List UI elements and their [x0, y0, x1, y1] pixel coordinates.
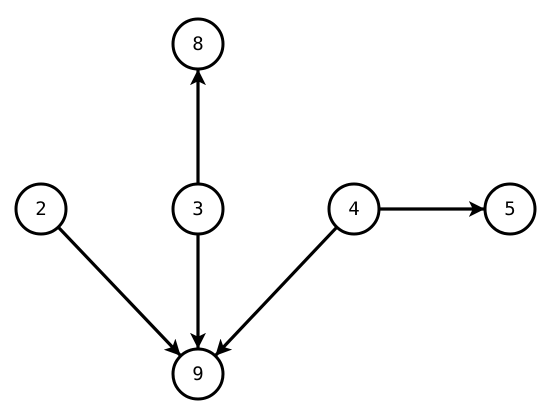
node-label: 3 — [192, 198, 203, 220]
node-circle — [171, 17, 225, 71]
node-circle — [483, 182, 537, 236]
edges-layer — [57, 69, 485, 357]
node-label: 2 — [35, 198, 46, 220]
node-5: 5 — [483, 182, 537, 236]
edge-4-to-9 — [214, 226, 338, 357]
node-3: 3 — [171, 182, 225, 236]
node-circle — [14, 182, 68, 236]
edge-2-to-9 — [57, 226, 182, 357]
node-label: 5 — [504, 198, 515, 220]
node-label: 9 — [192, 363, 203, 385]
node-8: 8 — [171, 17, 225, 71]
node-4: 4 — [327, 182, 381, 236]
node-circle — [171, 347, 225, 401]
node-circle — [171, 182, 225, 236]
nodes-layer: 8 2 3 4 5 9 — [14, 17, 537, 401]
node-2: 2 — [14, 182, 68, 236]
node-circle — [327, 182, 381, 236]
node-label: 4 — [348, 198, 359, 220]
node-9: 9 — [171, 347, 225, 401]
node-label: 8 — [192, 33, 203, 55]
